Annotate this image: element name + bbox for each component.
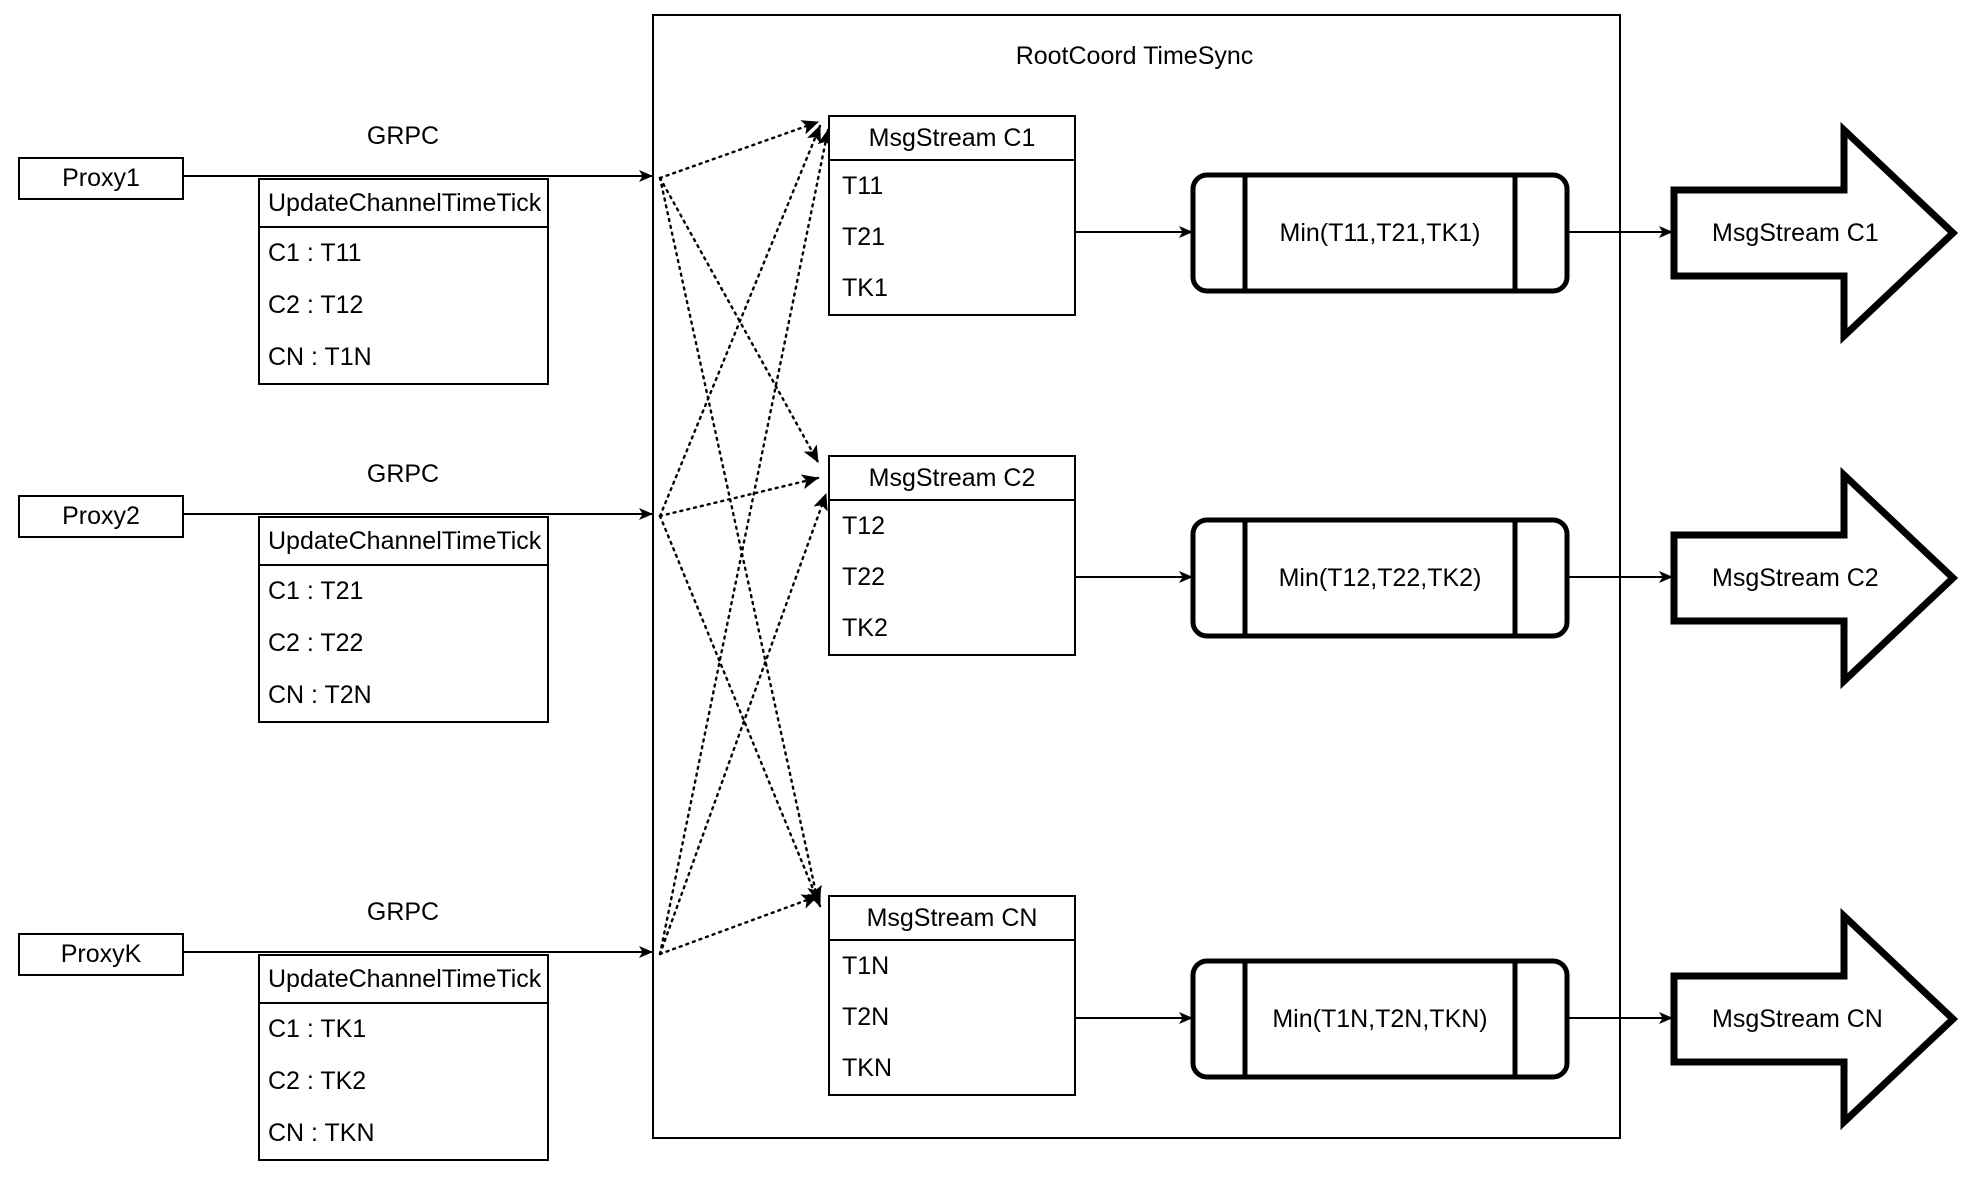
grpc-label-2: GRPC [366,460,440,488]
msgstream-card-3: MsgStream CN T1N T2N TKN [828,895,1076,1096]
min-process-1[interactable]: Min(T11,T21,TK1) [1190,172,1570,294]
msgstream-row: TK1 [842,274,888,302]
min-process-2[interactable]: Min(T12,T22,TK2) [1190,517,1570,639]
msgstream-card-2: MsgStream C2 T12 T22 TK2 [828,455,1076,656]
timetick-card-1: UpdateChannelTimeTick C1 : T11 C2 : T12 … [258,178,549,385]
grpc-label-3: GRPC [366,898,440,926]
min-process-label: Min(T12,T22,TK2) [1278,563,1482,592]
timetick-row: C1 : T11 [268,239,362,268]
timetick-card-title: UpdateChannelTimeTick [260,180,547,228]
msgstream-card-1: MsgStream C1 T11 T21 TK1 [828,115,1076,316]
timetick-row: C1 : T21 [268,577,364,606]
msgstream-row: T12 [842,512,886,540]
min-process-shape [1190,172,1570,294]
grpc-label-1: GRPC [366,122,440,150]
timetick-row: CN : T2N [268,680,372,709]
proxy-label: ProxyK [60,940,142,968]
msgstream-card-title: MsgStream CN [830,897,1074,941]
msgstream-row: T21 [842,223,886,251]
msgstream-row: T22 [842,563,886,591]
timetick-card-body: C1 : TK1 C2 : TK2 CN : TKN [260,1004,547,1159]
timetick-row: C1 : TK1 [268,1015,367,1044]
msgstream-row: T11 [842,172,884,200]
block-arrow-shape [1670,466,1959,690]
output-arrow-3[interactable]: MsgStream CN [1670,907,1959,1131]
timetick-card-body: C1 : T11 C2 : T12 CN : T1N [260,228,547,383]
proxy-box-2[interactable]: Proxy2 [18,495,184,538]
proxy-box-3[interactable]: ProxyK [18,933,184,976]
output-arrow-label: MsgStream CN [1712,1004,1883,1033]
timetick-row: C2 : T12 [268,291,364,319]
min-process-shape [1190,958,1570,1080]
msgstream-card-body: T1N T2N TKN [830,941,1074,1094]
msgstream-row: TK2 [842,614,888,642]
rootcoord-timesync-container [652,14,1621,1139]
timetick-card-2: UpdateChannelTimeTick C1 : T21 C2 : T22 … [258,516,549,723]
timetick-row: C2 : T22 [268,629,364,657]
timetick-row: CN : T1N [268,342,372,371]
msgstream-card-title: MsgStream C1 [830,117,1074,161]
proxy-label: Proxy1 [62,164,140,192]
block-arrow-shape [1670,907,1959,1131]
timetick-card-body: C1 : T21 C2 : T22 CN : T2N [260,566,547,721]
output-arrow-1[interactable]: MsgStream C1 [1670,121,1959,345]
msgstream-row: T2N [842,1003,890,1031]
proxy-box-1[interactable]: Proxy1 [18,157,184,200]
timetick-card-3: UpdateChannelTimeTick C1 : TK1 C2 : TK2 … [258,954,549,1161]
rootcoord-timesync-title: RootCoord TimeSync [1015,42,1254,70]
output-arrow-label: MsgStream C2 [1712,563,1879,592]
timetick-card-title: UpdateChannelTimeTick [260,518,547,566]
msgstream-card-body: T12 T22 TK2 [830,501,1074,654]
block-arrow-shape [1670,121,1959,345]
timetick-card-title: UpdateChannelTimeTick [260,956,547,1004]
min-process-label: Min(T1N,T2N,TKN) [1272,1004,1488,1033]
msgstream-card-title: MsgStream C2 [830,457,1074,501]
min-process-label: Min(T11,T21,TK1) [1279,218,1481,247]
output-arrow-2[interactable]: MsgStream C2 [1670,466,1959,690]
min-process-3[interactable]: Min(T1N,T2N,TKN) [1190,958,1570,1080]
timetick-row: CN : TKN [268,1118,375,1147]
msgstream-row: T1N [842,952,890,980]
msgstream-row: TKN [842,1054,892,1082]
proxy-label: Proxy2 [62,502,140,530]
timetick-row: C2 : TK2 [268,1067,367,1095]
min-process-shape [1190,517,1570,639]
output-arrow-label: MsgStream C1 [1712,218,1879,247]
msgstream-card-body: T11 T21 TK1 [830,161,1074,314]
